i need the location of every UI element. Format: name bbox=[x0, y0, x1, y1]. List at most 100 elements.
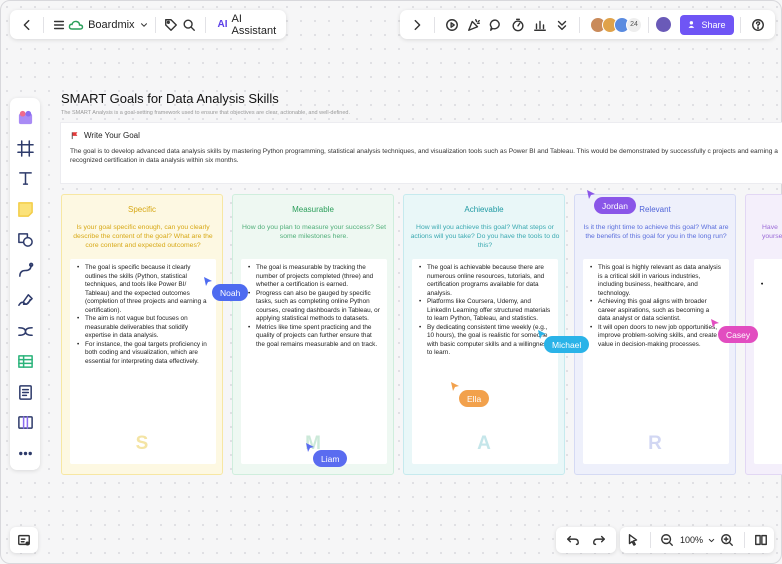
cursor-label-michael: Michael bbox=[544, 336, 590, 353]
list-item: Progress can also be gauged by specific … bbox=[247, 290, 381, 324]
card-title: Specific bbox=[127, 205, 156, 214]
list-item: The aim is not vague but focuses on meas… bbox=[76, 315, 210, 341]
card-content[interactable]: The goal is specific because it clearly … bbox=[70, 259, 216, 464]
shape-icon[interactable] bbox=[13, 226, 37, 254]
card-title: Achievable bbox=[464, 205, 504, 214]
cursor-pointer-icon bbox=[710, 316, 720, 334]
user-avatar[interactable] bbox=[655, 16, 672, 33]
divider bbox=[154, 16, 156, 33]
divider bbox=[740, 16, 741, 33]
card-title: Relevant bbox=[639, 205, 671, 214]
share-button[interactable]: Share bbox=[680, 14, 734, 35]
goal-heading: Write Your Goal bbox=[84, 131, 140, 140]
card-question: Is your goal specific enough, can you cl… bbox=[73, 224, 213, 249]
cursor-label-casey: Casey bbox=[718, 326, 759, 343]
more-tools-icon[interactable] bbox=[13, 440, 37, 468]
more-chevron-icon[interactable] bbox=[551, 14, 573, 36]
tag-icon[interactable] bbox=[161, 14, 180, 36]
list-item: Metrics like time spent practicing and t… bbox=[247, 324, 381, 350]
cursor-label-jordan: Jordan bbox=[594, 197, 636, 214]
list-item: Achieving this goal aligns with broader … bbox=[589, 298, 723, 324]
templates-icon[interactable] bbox=[13, 104, 37, 132]
document-icon[interactable] bbox=[13, 379, 37, 407]
list-item: The goal is achievable because there are… bbox=[418, 264, 552, 298]
celebrate-icon[interactable] bbox=[463, 14, 485, 36]
cursor-label-ella: Ella bbox=[459, 390, 490, 407]
collaborator-count: 24 bbox=[626, 16, 642, 33]
zoom-level[interactable]: 100% bbox=[679, 535, 704, 545]
sticky-note-icon[interactable] bbox=[13, 196, 37, 224]
redo-icon[interactable] bbox=[588, 529, 610, 551]
list-item: By dedicating consistent time weekly (e.… bbox=[418, 324, 552, 358]
flag-icon bbox=[71, 132, 78, 140]
zoom-controls: 100% bbox=[620, 527, 774, 553]
search-icon[interactable] bbox=[180, 14, 199, 36]
add-user-icon bbox=[689, 21, 695, 28]
card-content[interactable] bbox=[754, 259, 782, 464]
menu-icon[interactable] bbox=[49, 14, 68, 36]
mind-map-icon[interactable] bbox=[13, 318, 37, 346]
card-relevant[interactable]: Relevant Is it the right time to achieve… bbox=[574, 194, 736, 475]
cursor-pointer-icon bbox=[537, 327, 547, 345]
pen-icon[interactable] bbox=[13, 287, 37, 315]
cloud-icon bbox=[68, 20, 84, 30]
play-icon[interactable] bbox=[441, 14, 463, 36]
cursor-pointer-icon bbox=[203, 274, 213, 292]
list-item: For instance, the goal targets proficien… bbox=[76, 341, 210, 367]
card-content[interactable]: The goal is measurable by tracking the n… bbox=[241, 259, 387, 464]
card-letter: A bbox=[477, 433, 491, 454]
ai-assistant-label: AI Assistant bbox=[231, 12, 277, 37]
cursor-pointer-icon bbox=[586, 187, 596, 205]
left-toolbar bbox=[10, 98, 40, 470]
card-specific[interactable]: Specific Is your goal specific enough, c… bbox=[61, 194, 223, 475]
file-name: Boardmix bbox=[88, 18, 135, 31]
card-question: Is it the right time to achieve this goa… bbox=[583, 224, 729, 240]
select-pointer-icon[interactable] bbox=[624, 529, 642, 551]
back-chevron-icon[interactable] bbox=[18, 14, 37, 36]
board-subtitle[interactable]: The SMART Analysis is a goal-setting fra… bbox=[61, 110, 351, 116]
card-content[interactable]: This goal is highly relevant as data ana… bbox=[583, 259, 729, 464]
card-letter: R bbox=[648, 433, 662, 454]
book-icon[interactable] bbox=[752, 529, 770, 551]
expand-chevron-icon[interactable] bbox=[406, 14, 428, 36]
frame-icon[interactable] bbox=[13, 135, 37, 163]
list-item: It will open doors to new job opportunit… bbox=[589, 324, 723, 350]
chevron-down-icon[interactable] bbox=[707, 529, 716, 551]
chart-icon[interactable] bbox=[529, 14, 551, 36]
kanban-icon[interactable] bbox=[13, 409, 37, 437]
zoom-in-icon[interactable] bbox=[718, 529, 736, 551]
table-icon[interactable] bbox=[13, 348, 37, 376]
minimap-button[interactable] bbox=[10, 527, 38, 553]
list-item: This goal is highly relevant as data ana… bbox=[589, 264, 723, 298]
connector-icon[interactable] bbox=[13, 257, 37, 285]
history-controls bbox=[556, 527, 616, 553]
divider bbox=[434, 16, 435, 33]
collaborator-avatars[interactable]: 24 bbox=[590, 16, 642, 33]
ai-logo-icon: AI bbox=[217, 19, 228, 30]
card-content[interactable]: The goal is achievable because there are… bbox=[412, 259, 558, 464]
divider bbox=[648, 16, 649, 33]
timer-icon[interactable] bbox=[507, 14, 529, 36]
divider bbox=[649, 532, 651, 548]
file-name-button[interactable]: Boardmix bbox=[68, 14, 148, 36]
card-achievable[interactable]: Achievable How will you achieve this goa… bbox=[403, 194, 565, 475]
card-title: Measurable bbox=[292, 205, 334, 214]
ai-assistant-button[interactable]: AI AI Assistant bbox=[218, 13, 279, 37]
zoom-out-icon[interactable] bbox=[658, 529, 676, 551]
list-item: The goal is measurable by tracking the n… bbox=[247, 264, 381, 290]
divider bbox=[743, 532, 745, 548]
text-icon[interactable] bbox=[13, 165, 37, 193]
board-title[interactable]: SMART Goals for Data Analysis Skills bbox=[61, 91, 279, 106]
undo-icon[interactable] bbox=[562, 529, 584, 551]
goal-box[interactable]: Write Your Goal The goal is to develop a… bbox=[60, 122, 782, 184]
cursor-label-noah: Noah bbox=[212, 284, 249, 301]
comment-icon[interactable] bbox=[485, 14, 507, 36]
cursor-pointer-icon bbox=[305, 440, 315, 458]
card-question: How will you achieve this goal? What ste… bbox=[410, 224, 560, 249]
help-icon[interactable] bbox=[747, 14, 769, 36]
goal-text: The goal is to develop advanced data ana… bbox=[70, 148, 778, 164]
card-measurable[interactable]: Measurable How do you plan to measure yo… bbox=[232, 194, 394, 475]
card-question: How do you plan to measure your success?… bbox=[242, 224, 386, 240]
minimap-icon bbox=[13, 529, 35, 551]
cursor-pointer-icon bbox=[450, 379, 460, 397]
